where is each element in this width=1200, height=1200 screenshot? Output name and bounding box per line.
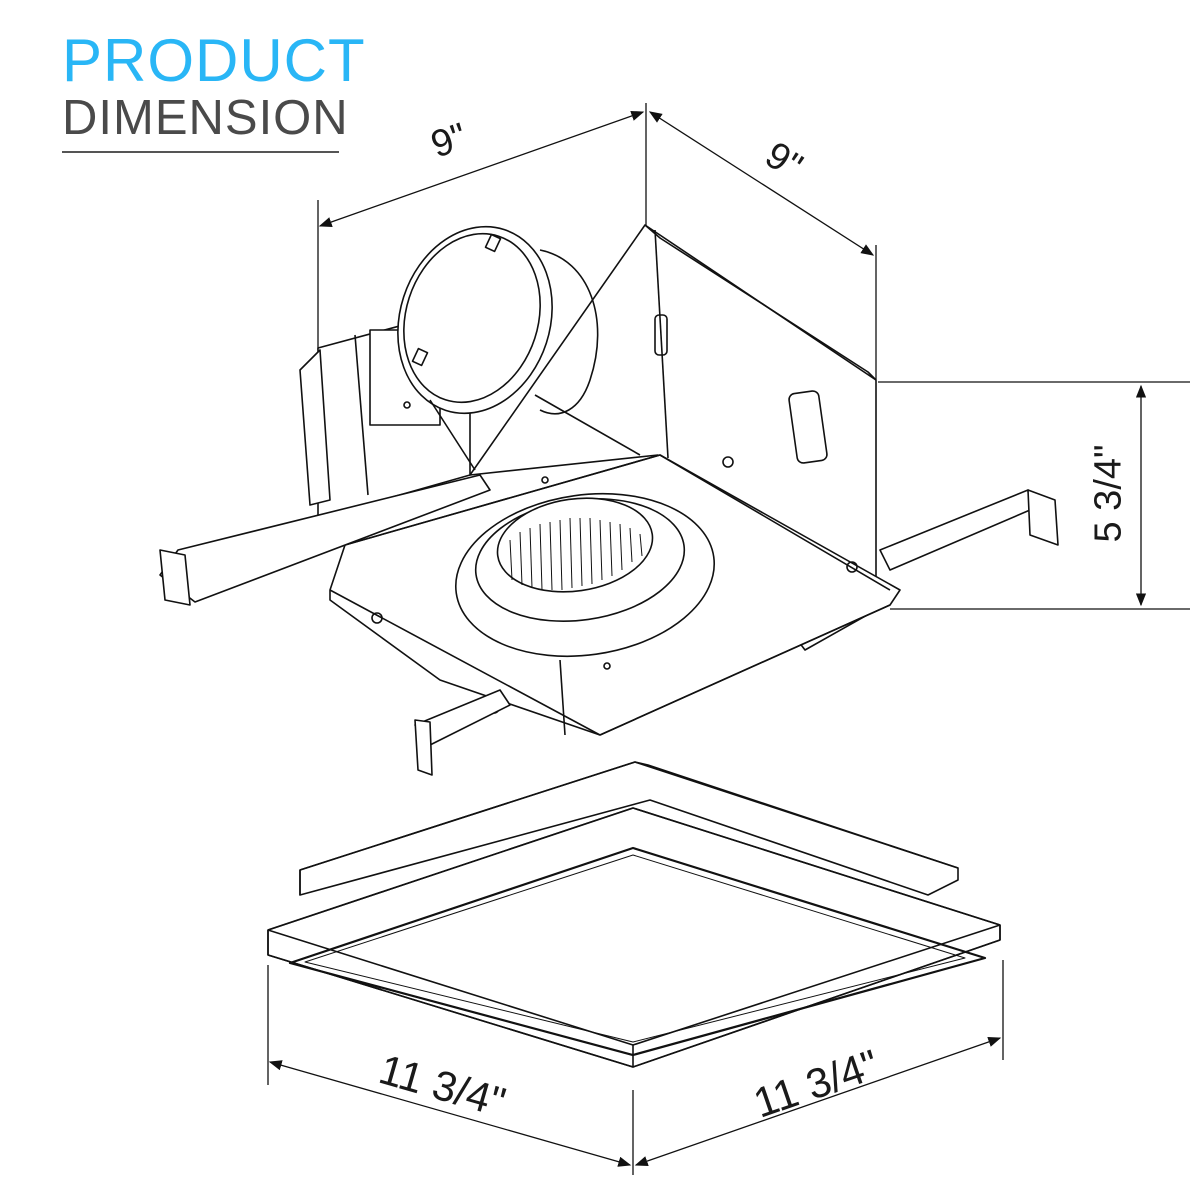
blower-wheel-blades xyxy=(509,517,643,591)
dimension-housing-width xyxy=(317,103,647,350)
grille-cover xyxy=(267,761,1001,1068)
dimension-grille xyxy=(267,960,1004,1175)
dimension-housing-depth xyxy=(648,111,877,380)
title-dimension: DIMENSION xyxy=(62,91,349,145)
fan-housing xyxy=(159,224,1059,776)
title-block: PRODUCT DIMENSION xyxy=(62,27,366,153)
title-product: PRODUCT xyxy=(62,27,366,94)
dimension-housing-height xyxy=(878,381,1190,610)
label-housing-height: 5 3/4" xyxy=(1087,444,1130,543)
title-underline xyxy=(62,151,339,153)
